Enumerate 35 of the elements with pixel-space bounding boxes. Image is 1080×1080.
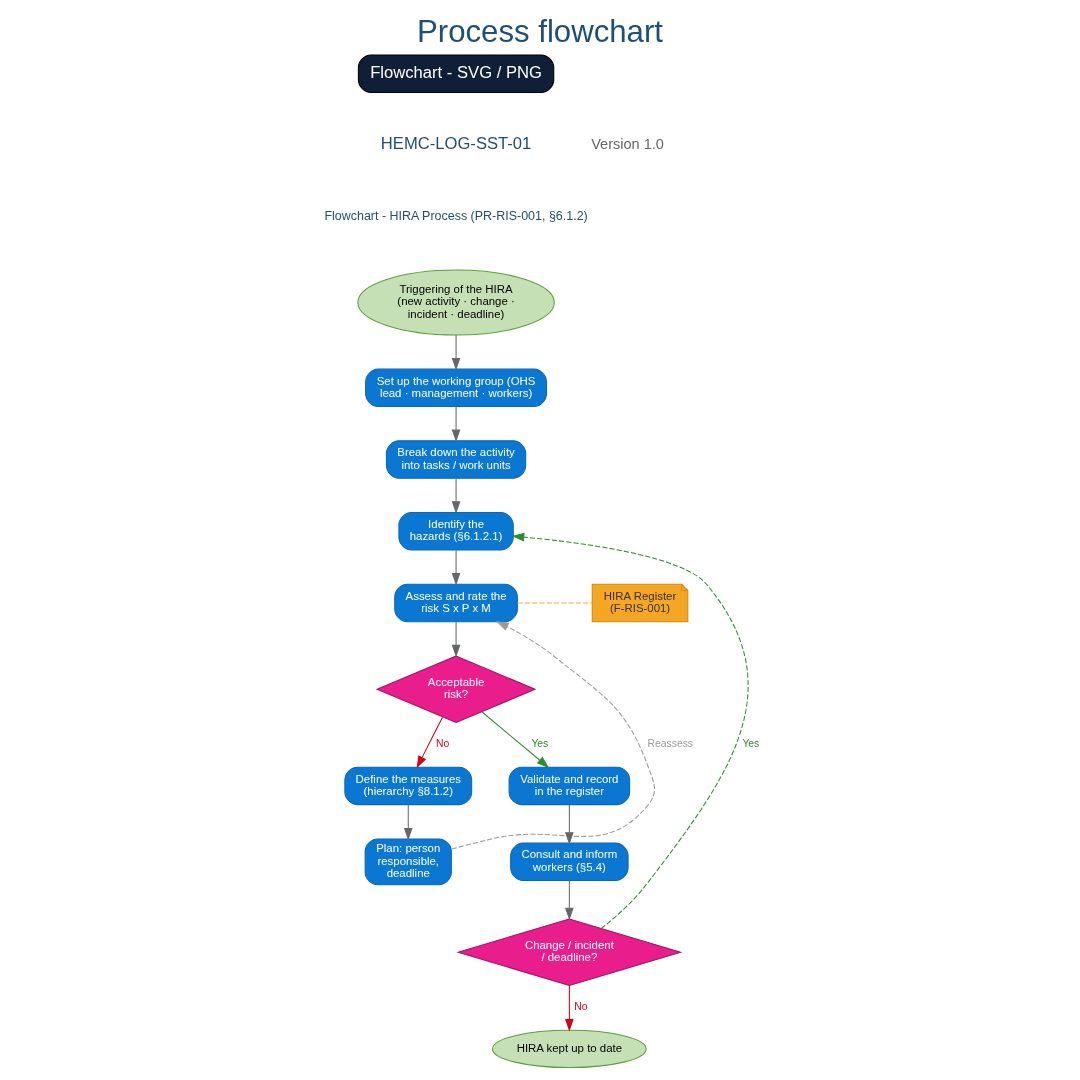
- arrow: [451, 621, 656, 850]
- edge-label: No: [436, 738, 450, 750]
- label: Version 1.0: [591, 136, 664, 153]
- label: Flowchart - SVG / PNG: [370, 62, 542, 82]
- arrow: [451, 406, 461, 442]
- node-ellipse: Triggering of the HIRA (new activity · change · incident · deadline): [357, 269, 555, 336]
- edge-label: Yes: [531, 738, 549, 750]
- arrow: [451, 621, 461, 658]
- node-diamond: Change / incident / deadline?: [456, 918, 683, 987]
- label: HEMC-LOG-SST-01: [380, 134, 532, 154]
- node-box: Consult and inform workers (§5.4): [510, 842, 629, 882]
- arrow: [451, 549, 461, 586]
- label: Flowchart - HIRA Process (PR-RIS-001, §6.1.2): [324, 209, 588, 224]
- node-box: Plan: person responsible, deadline: [364, 838, 452, 886]
- node-box: Identify the hazards (§6.1.2.1): [398, 512, 514, 551]
- node-diamond: Acceptable risk?: [375, 655, 537, 724]
- node-box: Break down the activity into tasks / work units: [385, 440, 527, 479]
- edge-label: No: [574, 1001, 588, 1013]
- arrow: [565, 804, 574, 845]
- node-box: Assess and rate the risk S x P x M: [394, 583, 518, 623]
- arrow: [451, 478, 461, 514]
- arrow: [481, 711, 550, 768]
- node-box: Define the measures (hierarchy §8.1.2): [344, 766, 473, 806]
- arrow: [565, 880, 574, 921]
- connector: [517, 602, 593, 604]
- edge-label: Reassess: [647, 738, 694, 750]
- node-box: Validate and record in the register: [508, 766, 631, 806]
- arrow: [565, 985, 574, 1032]
- arrow: [403, 804, 413, 841]
- arrow: [451, 334, 461, 371]
- arrow: [416, 716, 443, 769]
- diagram-title: Process flowchart: [417, 13, 663, 49]
- node-ellipse: HIRA kept up to date: [492, 1029, 647, 1069]
- node-box: Set up the working group (OHS lead · management · workers): [365, 368, 547, 408]
- edge-label: Yes: [742, 738, 760, 750]
